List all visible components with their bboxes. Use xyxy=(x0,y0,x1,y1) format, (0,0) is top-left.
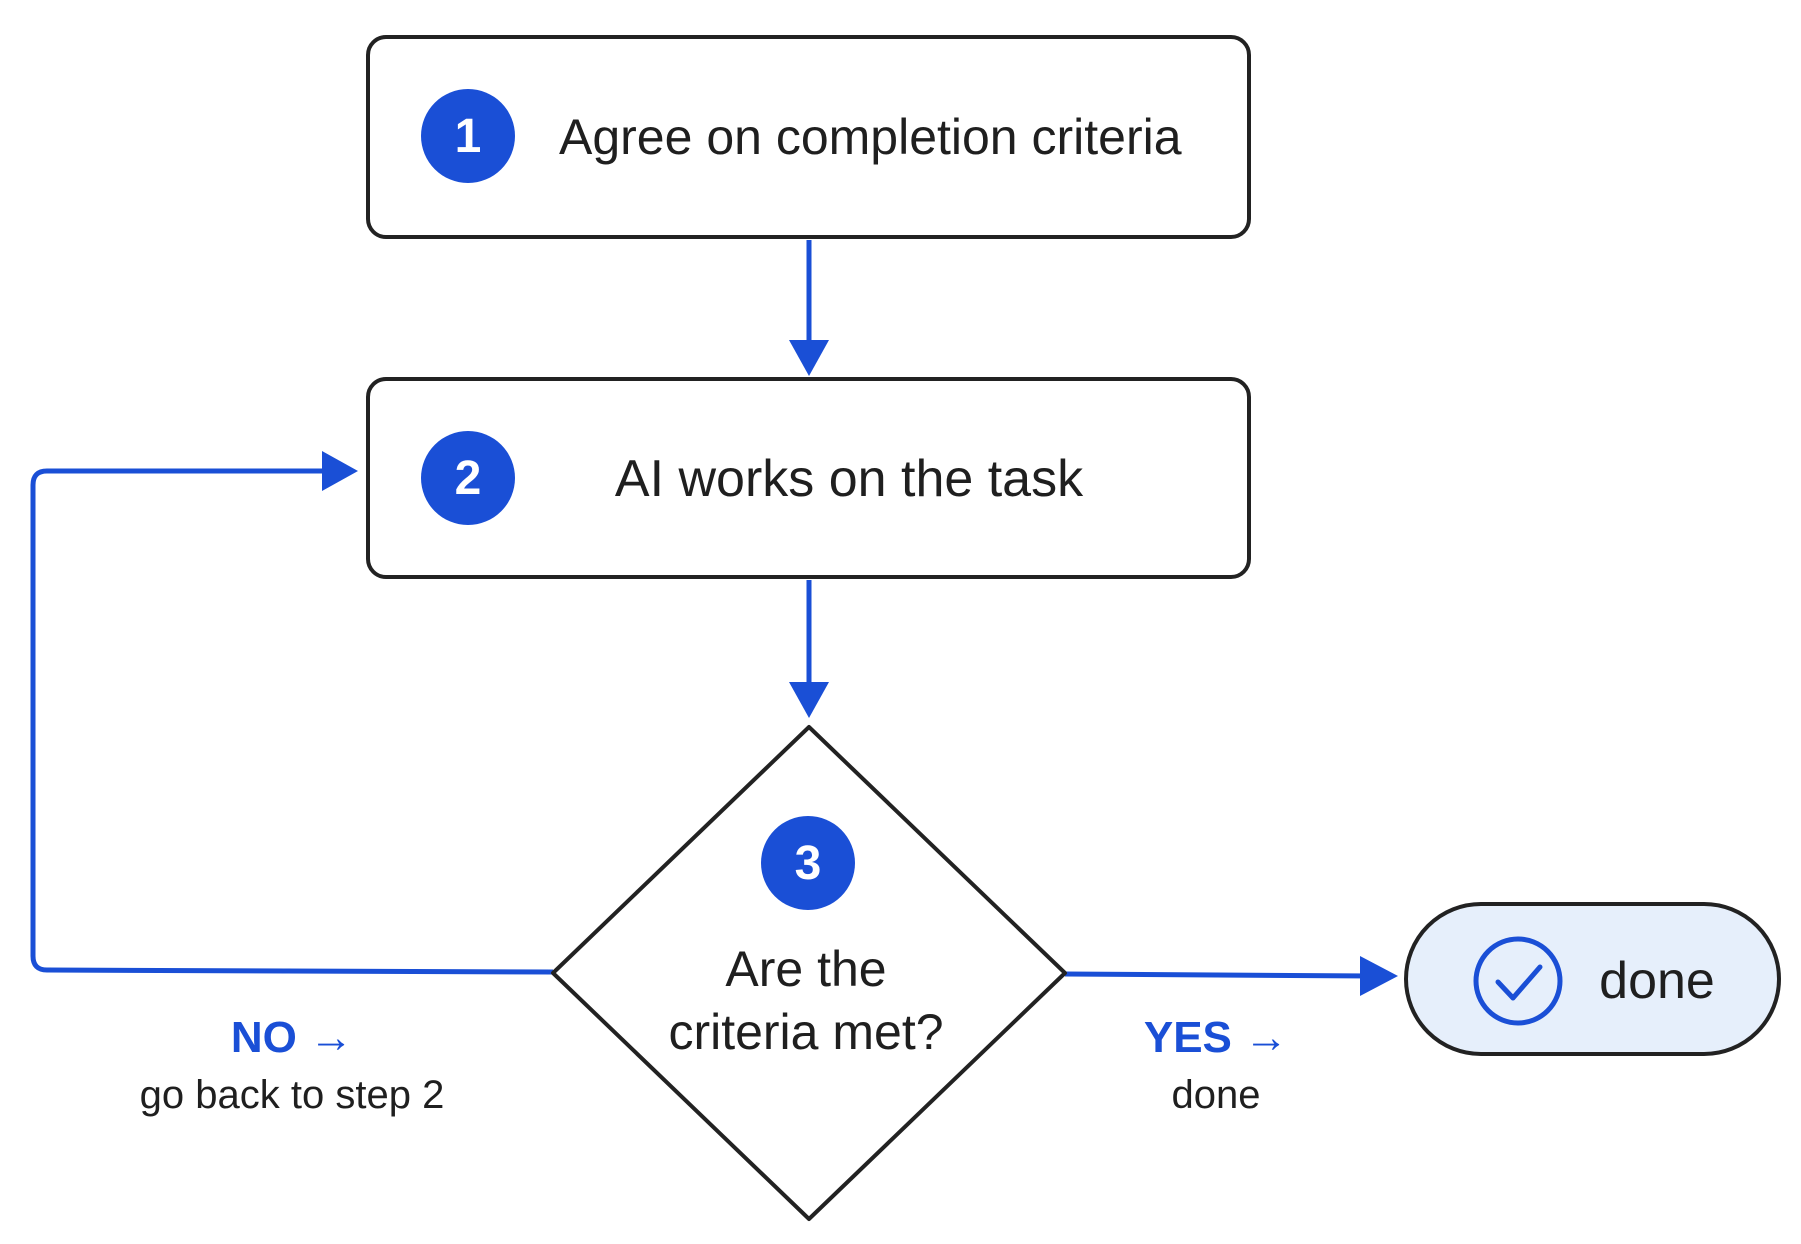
arrowhead-yes xyxy=(1360,956,1398,996)
decision-label-line2: criteria met? xyxy=(668,1004,943,1060)
step-1-label: Agree on completion criteria xyxy=(559,109,1182,165)
arrowhead-step1-to-step2 xyxy=(789,340,829,376)
decision-label-line1: Are the xyxy=(725,941,886,997)
arrow-no-loop xyxy=(30,468,554,975)
step-1-badge xyxy=(421,89,515,183)
step-3-badge xyxy=(761,816,855,910)
no-branch-detail: go back to step 2 xyxy=(140,1073,445,1117)
decision-diamond: 3 Are the criteria met? xyxy=(551,725,1067,1221)
step-1-box: 1 Agree on completion criteria xyxy=(366,35,1251,239)
step-2-label: AI works on the task xyxy=(615,450,1084,508)
arrowhead-step2-to-decision xyxy=(789,682,829,718)
no-branch-label: NO → go back to step 2 xyxy=(140,1013,445,1117)
step-1-number: 1 xyxy=(455,110,482,163)
step-3-number: 3 xyxy=(795,837,822,890)
check-circle-icon xyxy=(1473,936,1563,1026)
step-2-number: 2 xyxy=(455,452,482,505)
yes-branch-detail: done xyxy=(1172,1073,1261,1117)
connectors xyxy=(30,240,1398,996)
arrow-yes xyxy=(1064,971,1373,979)
step-2-badge xyxy=(421,431,515,525)
arrowhead-no-loop xyxy=(322,451,358,491)
done-label: done xyxy=(1599,952,1715,1010)
step-2-box: 2 AI works on the task xyxy=(366,377,1251,579)
yes-branch-key: YES → xyxy=(1144,1013,1288,1062)
yes-branch-label: YES → done xyxy=(1144,1013,1288,1117)
done-terminal: done xyxy=(1404,902,1781,1056)
no-branch-key: NO → xyxy=(231,1013,353,1062)
